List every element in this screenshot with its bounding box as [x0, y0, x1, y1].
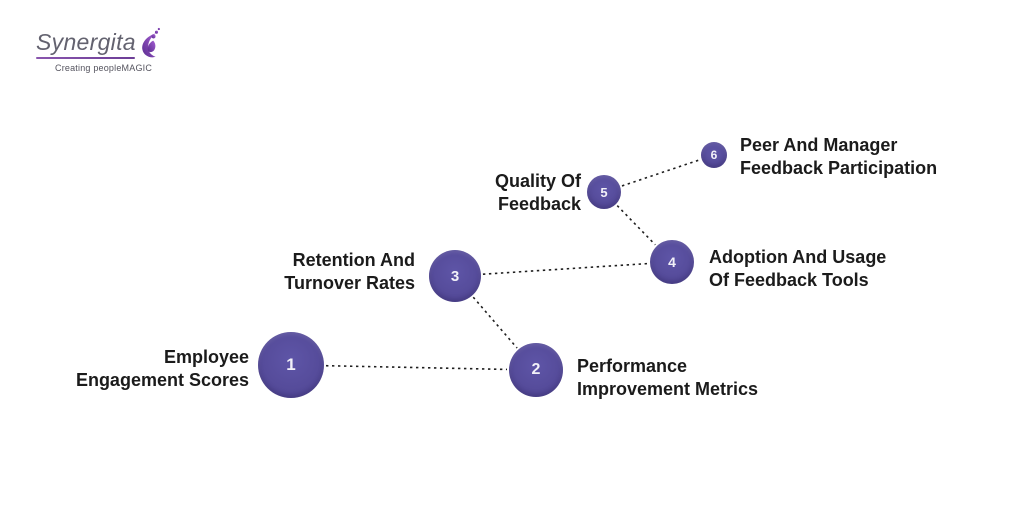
node-circle-4: 4 — [650, 240, 694, 284]
node-label-3: Retention And Turnover Rates — [284, 250, 415, 293]
connector-line-3-4 — [482, 262, 649, 275]
node-label-4: Adoption And Usage Of Feedback Tools — [709, 247, 887, 290]
node-circle-6: 6 — [701, 142, 727, 168]
node-label-2: Performance Improvement Metrics — [577, 356, 759, 399]
logo-underline — [36, 57, 135, 59]
connector-line-5-4 — [616, 205, 656, 246]
connector-line-1-2 — [325, 364, 508, 371]
brand-name: Synergita — [36, 29, 136, 55]
node-circle-2: 2 — [509, 343, 563, 397]
node-circle-3: 3 — [429, 250, 481, 302]
node-label-6: Peer And Manager Feedback Participation — [740, 135, 938, 178]
synergita-logo: Synergita Creating peopleMAGIC — [36, 24, 161, 73]
logo-tagline: Creating peopleMAGIC — [55, 63, 153, 73]
node-circle-1: 1 — [258, 332, 324, 398]
synergita-swirl-icon — [142, 27, 160, 58]
node-circle-5: 5 — [587, 175, 621, 209]
connector-line-5-6 — [621, 159, 701, 187]
connector-line-3-2 — [472, 296, 518, 349]
node-label-5: Quality Of Feedback — [494, 171, 581, 214]
node-label-1: Employee Engagement Scores — [75, 347, 249, 390]
